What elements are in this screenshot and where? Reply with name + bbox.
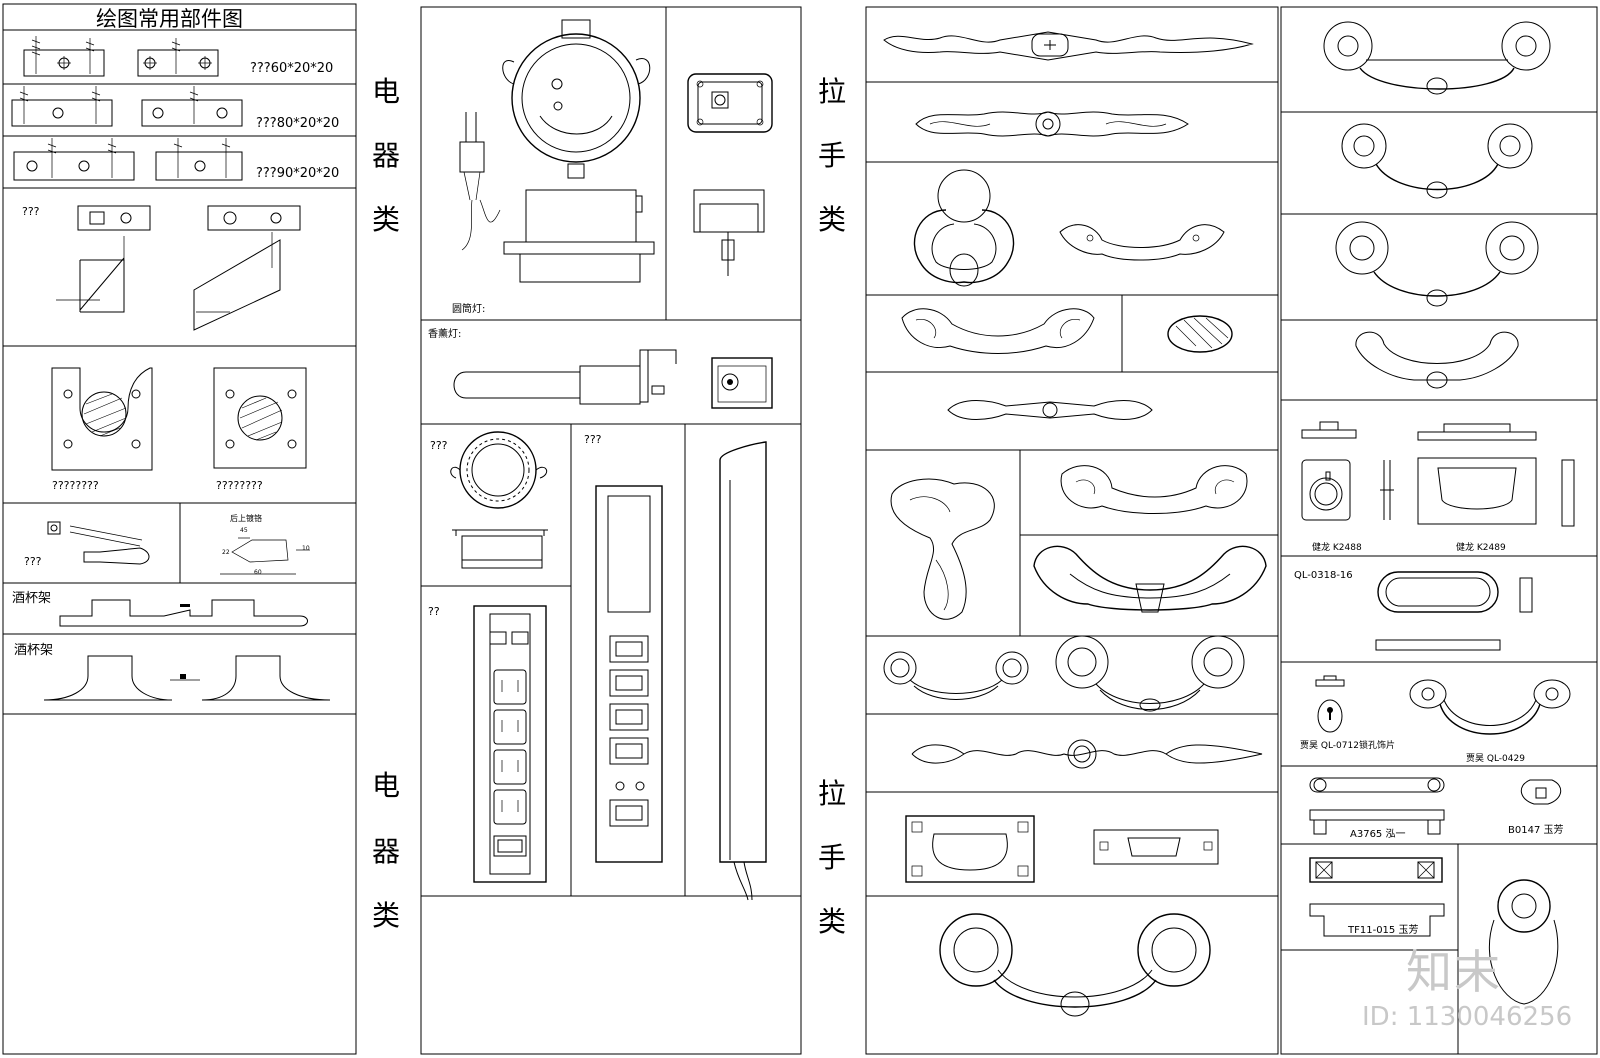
- ceiling-fixture-drawing: [450, 431, 548, 569]
- power-column-drawing: [719, 441, 767, 901]
- label-tf11: TF11-015 玉芳: [1348, 925, 1419, 936]
- electrical-category-char-6: 类: [372, 899, 401, 932]
- wine-rack-profile-drawing: [43, 599, 331, 701]
- recessed-pull-ql0318: [1375, 571, 1533, 651]
- knob-b0147: [1520, 779, 1562, 805]
- round-plate-drawing: [51, 367, 307, 471]
- ornate-handle-1: [883, 31, 1254, 61]
- ornate-handle-2: [915, 111, 1189, 137]
- bail-handle-ql0429: [1409, 679, 1571, 735]
- label-ql0318: QL-0318-16: [1294, 570, 1353, 581]
- rosette-handle-r1: [1323, 21, 1551, 95]
- electrical-category-char-4: 电: [372, 769, 401, 802]
- handle-category-char-1: 拉: [818, 75, 847, 108]
- rosette-drop-handle-small: [883, 651, 1029, 700]
- hinge-dim-60: 60: [254, 569, 262, 576]
- label-ql0429: 贾昊 QL-0429: [1466, 754, 1525, 764]
- swan-bail-handle: [1033, 545, 1267, 613]
- wine-rack-label-2: 酒杯架: [14, 643, 54, 658]
- switch-box-drawing: [687, 73, 773, 276]
- round-downlight-label: 圆筒灯:: [452, 304, 486, 315]
- handle-category-char-3: 类: [818, 203, 847, 236]
- scroll-handle-3: [947, 400, 1153, 420]
- label-k2489: 健龙 K2489: [1456, 543, 1506, 553]
- label-a3765: A3765 泓一: [1350, 829, 1406, 840]
- round-downlight-drawing: [459, 19, 655, 283]
- bracket-90-drawing: [13, 138, 243, 181]
- rosette-pull-corner: [1489, 879, 1559, 1005]
- outlet-strip-label: ??: [428, 605, 440, 618]
- rosette-drop-handle-large: [1055, 635, 1245, 712]
- handle-tf11: [1309, 857, 1445, 937]
- ornate-handle-r4: [1355, 331, 1519, 389]
- oval-knob-drawing: [1167, 315, 1233, 353]
- panel-switch-drawing: [595, 485, 663, 863]
- left-panel-title: 绘图常用部件图: [96, 7, 243, 31]
- fixture-label: ???: [430, 439, 448, 452]
- ornate-bail-handle: [1060, 465, 1248, 514]
- panel-frames: [2, 3, 1598, 1055]
- handle-category-char-6: 类: [818, 905, 847, 938]
- electrical-category-char-3: 类: [372, 203, 401, 236]
- wine-rack-label-1: 酒杯架: [12, 591, 52, 606]
- unknown-label-4: ???: [24, 555, 42, 568]
- ring-handle-r2: [1341, 123, 1533, 199]
- unknown-label-1: ???: [22, 205, 40, 218]
- label-ql0712: 贾昊 QL-0712锁孔饰片: [1300, 741, 1395, 751]
- bracket-80-drawing: [11, 86, 243, 127]
- panel-switch-label: ???: [584, 433, 602, 446]
- label-b0147: B0147 玉芳: [1508, 825, 1564, 836]
- bar-handle-a3765: [1309, 777, 1445, 835]
- aroma-lamp-label: 香薰灯:: [428, 329, 462, 340]
- hinge-dim-10: 10: [302, 545, 310, 552]
- hinge-dim-45: 45: [240, 527, 248, 534]
- electrical-category-char-5: 器: [372, 835, 401, 868]
- rococo-backplate: [890, 478, 995, 620]
- unknown-label-2: ????????: [52, 479, 99, 492]
- handle-category-char-2: 手: [818, 139, 847, 172]
- handle-category-char-5: 手: [818, 841, 847, 874]
- dimension-label-90: ???90*20*20: [256, 166, 340, 181]
- ring-pull-handle: [913, 169, 1015, 287]
- hinge-note: 后上镀铬: [230, 514, 262, 523]
- scroll-handle-4: [911, 739, 1263, 769]
- keyhole-escutcheon: [1315, 675, 1345, 733]
- watermark-logo: 知末: [1406, 945, 1502, 999]
- hinge-dim-22: 22: [222, 549, 230, 556]
- outlet-strip-drawing: [473, 605, 547, 883]
- label-k2488: 健龙 K2488: [1312, 543, 1362, 553]
- corner-bracket-drawing: [56, 205, 301, 331]
- dimension-label-60: ???60*20*20: [250, 61, 334, 76]
- rosette-handle-r3: [1335, 221, 1539, 307]
- watermark-id: ID: 1130046256: [1362, 1002, 1573, 1032]
- handle-category-char-4: 拉: [818, 777, 847, 810]
- electrical-category-char-2: 器: [372, 139, 401, 172]
- unknown-label-3: ????????: [216, 479, 263, 492]
- electrical-category-char-1: 电: [372, 75, 401, 108]
- bail-handle-small: [1059, 224, 1225, 261]
- large-bail-handle: [939, 913, 1211, 1017]
- flush-pull-handle: [905, 815, 1219, 883]
- bracket-60-drawing: [23, 36, 219, 77]
- dimension-label-80: ???80*20*20: [256, 116, 340, 131]
- aroma-lamp-drawing: [453, 349, 773, 409]
- rococo-handle: [901, 308, 1095, 354]
- flush-ring-pulls: [1301, 421, 1575, 527]
- hinge-drawing: [47, 521, 310, 575]
